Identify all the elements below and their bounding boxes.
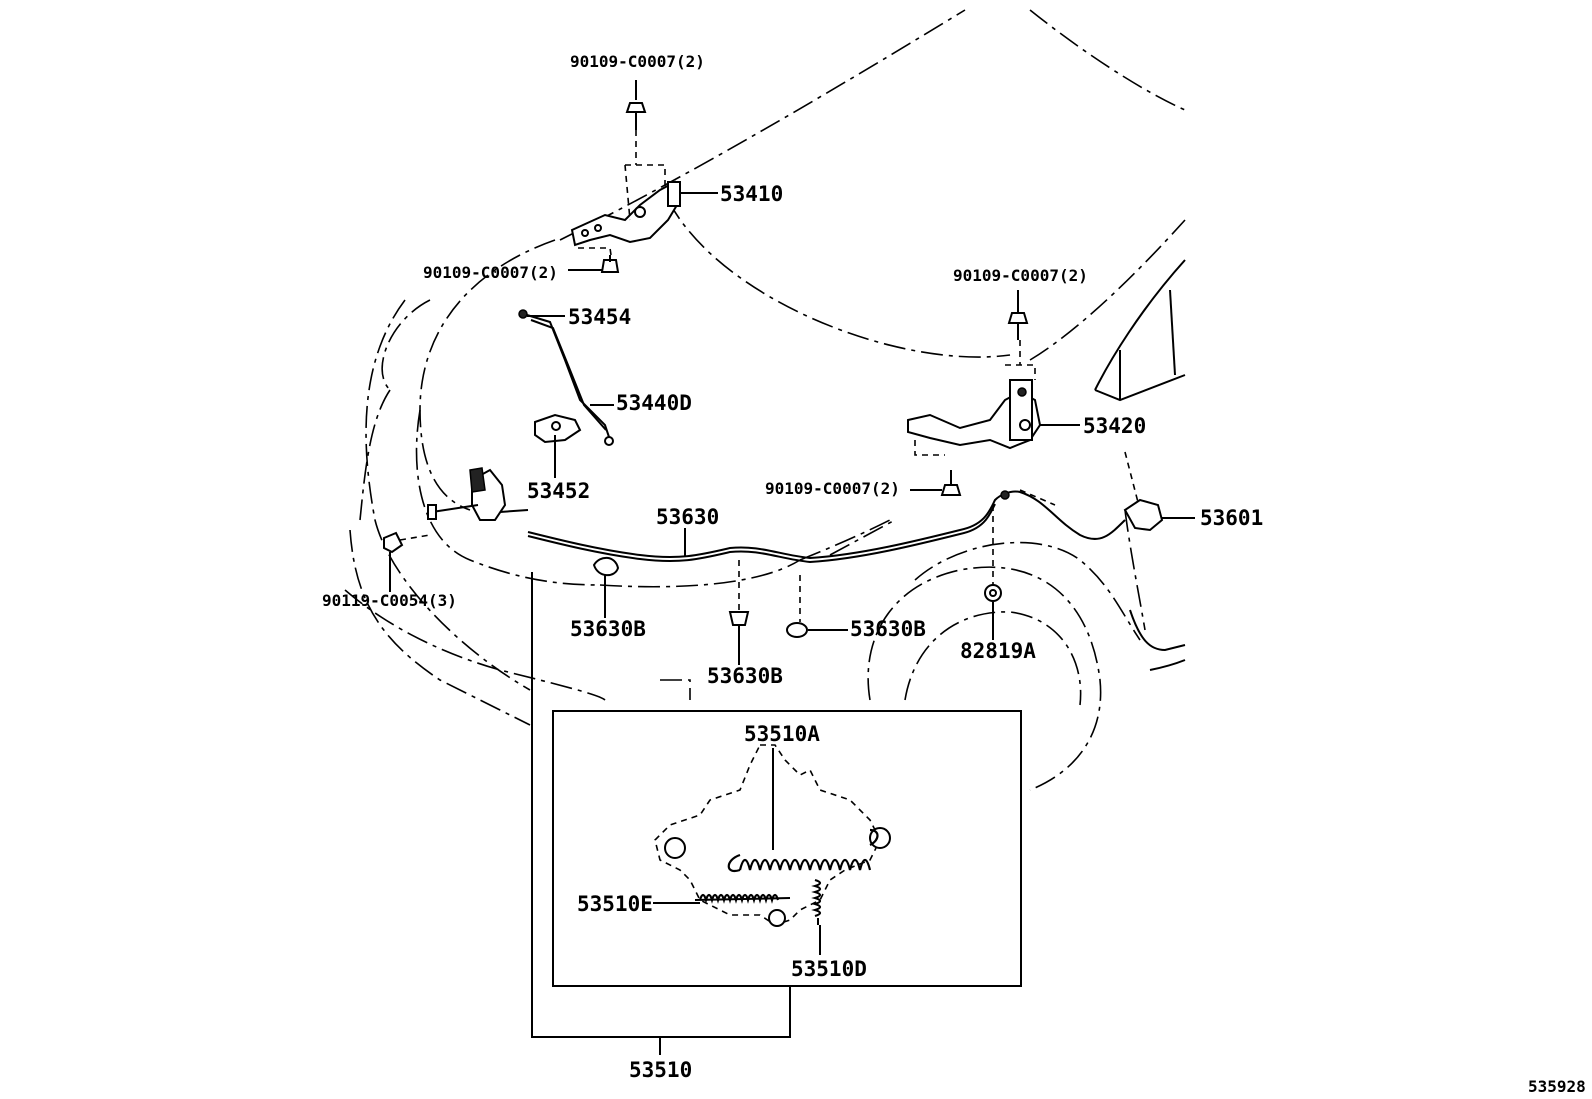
label-53510: 53510: [629, 1058, 692, 1082]
label-90109-top: 90109-C0007(2): [570, 52, 705, 71]
hood-support-rod: [518, 309, 614, 446]
part-labels: 90109-C0007(2) 53410 90109-C0007(2) 5345…: [322, 52, 1586, 1096]
bolt-icon: [1007, 312, 1029, 340]
label-53410: 53410: [720, 182, 783, 206]
bolt-icon: [940, 470, 962, 496]
label-53420: 53420: [1083, 414, 1146, 438]
label-90109-right: 90109-C0007(2): [953, 266, 1088, 285]
hood-hinge-left: [570, 164, 682, 263]
label-53510A: 53510A: [744, 722, 820, 746]
cable-clamp-icon: [786, 575, 848, 638]
label-53510E: 53510E: [577, 892, 653, 916]
label-53440D: 53440D: [616, 391, 692, 415]
cable-clamp-icon: [728, 560, 750, 665]
hood-hinge-right: [907, 340, 1042, 456]
label-90109-left: 90109-C0007(2): [423, 263, 558, 282]
hood-release-cable: [527, 489, 1164, 564]
label-53630B-c: 53630B: [850, 617, 926, 641]
label-82819A: 82819A: [960, 639, 1036, 663]
label-90119: 90119-C0054(3): [322, 591, 457, 610]
leader-lines: [389, 80, 1195, 592]
vehicle-body-outline: [344, 9, 1186, 791]
bolt-icon: [600, 255, 620, 273]
bolt-icon: [383, 531, 431, 554]
label-53630B-b: 53630B: [707, 664, 783, 688]
label-53601: 53601: [1200, 506, 1263, 530]
figure-id: 535928: [1528, 1077, 1586, 1096]
label-53630B-a: 53630B: [570, 617, 646, 641]
grommet-icon: [984, 505, 1002, 640]
hood-lock-assembly: [427, 467, 529, 521]
label-53452: 53452: [527, 479, 590, 503]
cable-clamp-icon: [592, 556, 620, 618]
bolt-icon: [625, 102, 647, 165]
hood-lock-detail-box: [531, 572, 1022, 1055]
label-53630: 53630: [656, 505, 719, 529]
label-90109-mid: 90109-C0007(2): [765, 479, 900, 498]
label-53510D: 53510D: [791, 957, 867, 981]
label-53454: 53454: [568, 305, 631, 329]
